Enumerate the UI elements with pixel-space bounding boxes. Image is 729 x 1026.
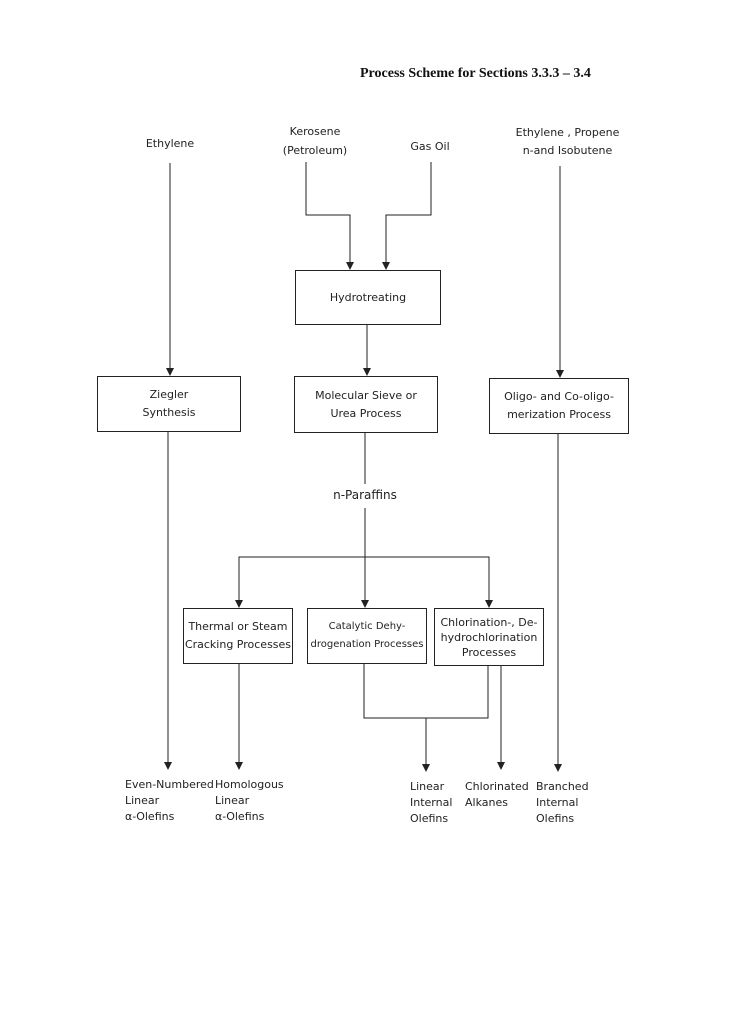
page-heading: Process Scheme for Sections 3.3.3 – 3.4 [360, 66, 591, 81]
intermediate-n-paraffins: n-Paraffins [333, 488, 397, 502]
arrowhead [235, 762, 243, 770]
feed-gas-oil: Gas Oil [410, 140, 450, 153]
box-hydrotreating: Hydrotreating [295, 270, 441, 325]
feed-olefins: Ethylene , Propene n-and Isobutene [515, 126, 620, 157]
arrowhead [346, 262, 354, 270]
arrowhead [497, 762, 505, 770]
arrowhead [556, 370, 564, 378]
product-linear-internal: Linear Internal Olefins [410, 780, 453, 825]
feed-kerosene: Kerosene (Petroleum) [282, 125, 348, 157]
box-chlorination: Chlorination-, De- hydrochlorination Pro… [434, 608, 544, 666]
arrowhead [363, 368, 371, 376]
product-homologous: Homologous Linear α-Olefins [215, 778, 284, 823]
feed-ethylene: Ethylene [145, 137, 195, 150]
product-even-numbered: Even-Numbered Linear α-Olefins [125, 778, 214, 823]
arrowhead [382, 262, 390, 270]
connector-merge-internal [363, 664, 489, 719]
box-oligomerization: Oligo- and Co-oligo- merization Process [489, 378, 629, 434]
product-branched: Branched Internal Olefins [536, 780, 589, 825]
arrowhead [235, 600, 243, 608]
box-cracking: Thermal or Steam Cracking Processes [183, 608, 293, 664]
connector-kerosene-hydrotreating [305, 162, 351, 264]
product-chlorinated-alkanes: Chlorinated Alkanes [465, 780, 529, 809]
arrowhead [361, 600, 369, 608]
arrowhead [422, 764, 430, 772]
arrowhead [164, 762, 172, 770]
box-molecular-sieve: Molecular Sieve or Urea Process [294, 376, 438, 433]
connector-gasoil-hydrotreating [385, 162, 432, 264]
arrowhead [485, 600, 493, 608]
connector-paraffins-branches [238, 556, 490, 602]
box-ziegler-synthesis: Ziegler Synthesis [97, 376, 241, 432]
arrowhead [554, 764, 562, 772]
box-dehydrogenation: Catalytic Dehy- drogenation Processes [307, 608, 427, 664]
arrowhead [166, 368, 174, 376]
